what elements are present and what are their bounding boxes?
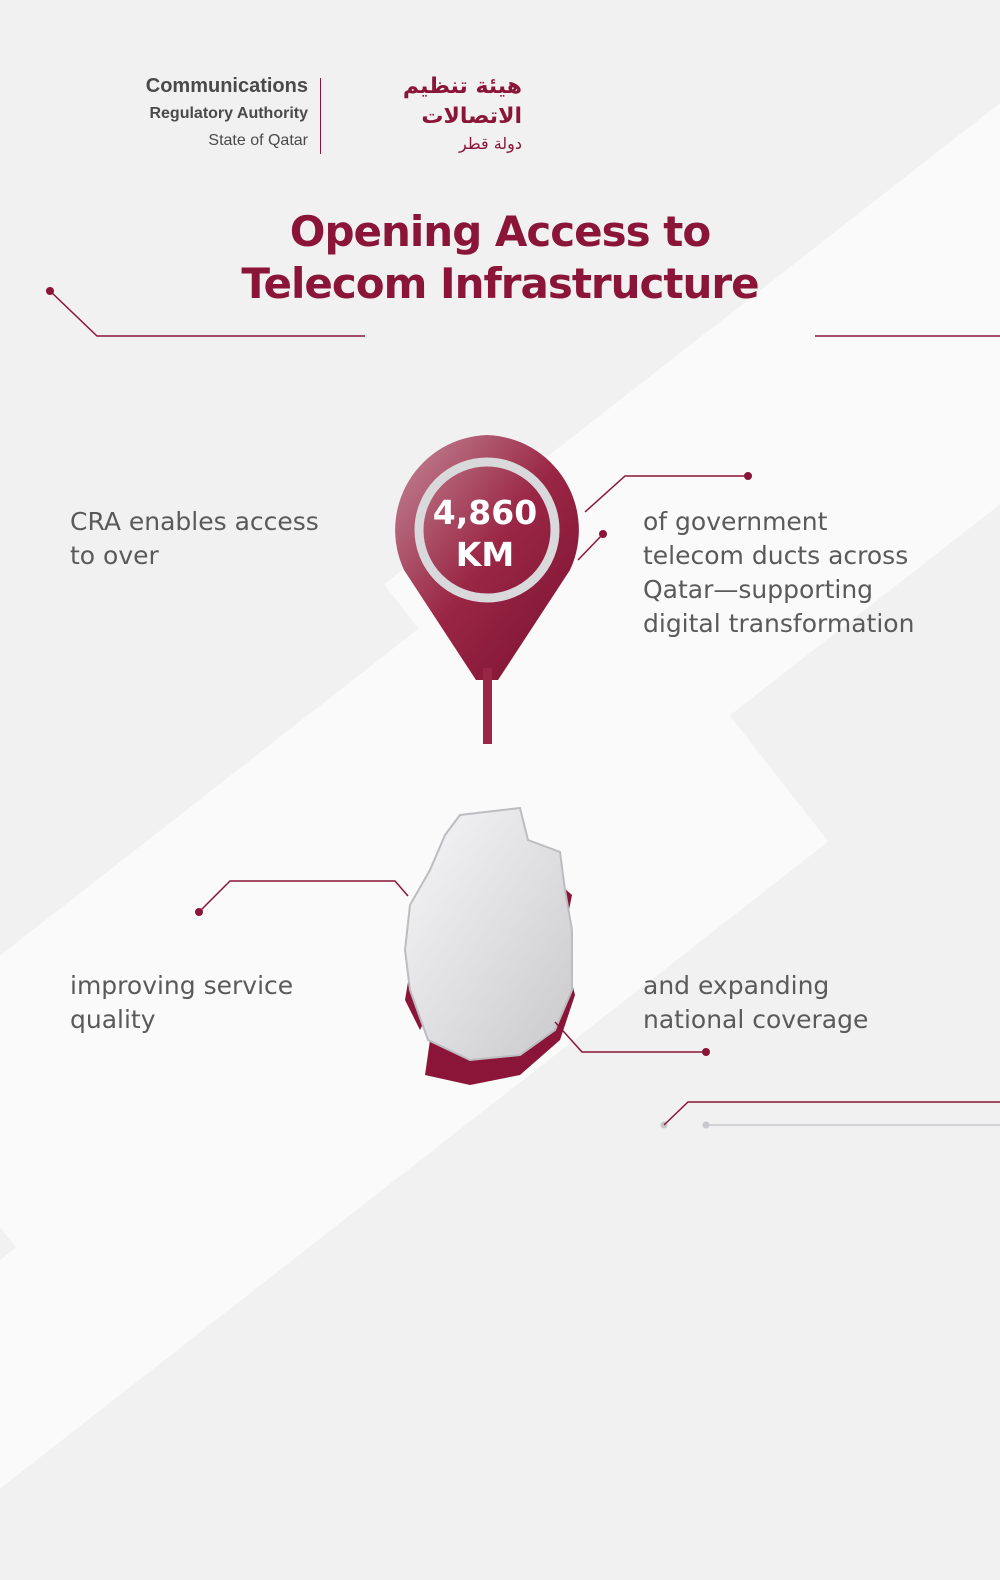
- text-right-top-line4: digital transformation: [643, 607, 914, 641]
- location-pin-icon: [395, 435, 579, 744]
- text-left-top-line2: to over: [70, 539, 319, 573]
- text-right-bottom-line1: and expanding: [643, 969, 868, 1003]
- text-right-bottom-line2: national coverage: [643, 1003, 868, 1037]
- stat-unit: KM: [400, 535, 570, 575]
- top-left-connector: [46, 287, 365, 336]
- text-right-top: of government telecom ducts across Qatar…: [643, 505, 914, 641]
- qatar-map-icon: [405, 808, 575, 1085]
- bottom-right-decoration: [661, 1102, 1000, 1129]
- text-left-top-line1: CRA enables access: [70, 505, 319, 539]
- text-left-top: CRA enables access to over: [70, 505, 319, 573]
- text-right-bottom: and expanding national coverage: [643, 969, 868, 1037]
- text-left-bottom-line1: improving service: [70, 969, 293, 1003]
- pin-connector-lower: [578, 530, 607, 560]
- text-right-top-line2: telecom ducts across: [643, 539, 914, 573]
- stat-value: 4,860: [400, 493, 570, 533]
- text-left-bottom-line2: quality: [70, 1003, 293, 1037]
- map-connector-left: [195, 881, 408, 916]
- text-right-top-line1: of government: [643, 505, 914, 539]
- text-right-top-line3: Qatar—supporting: [643, 573, 914, 607]
- text-left-bottom: improving service quality: [70, 969, 293, 1037]
